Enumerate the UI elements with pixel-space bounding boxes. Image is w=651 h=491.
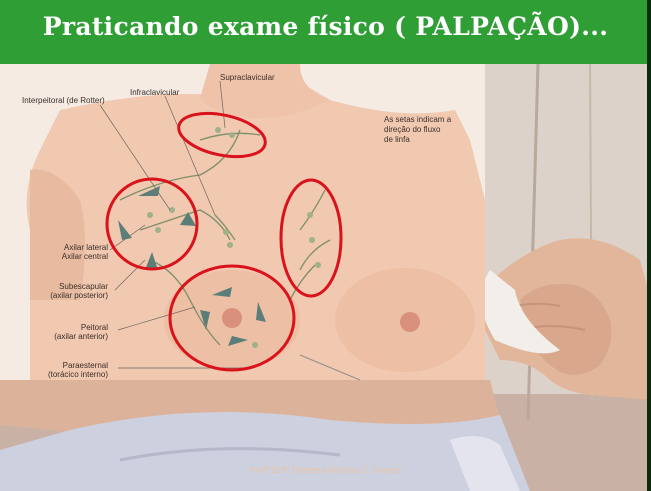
flow-arrow-icon: [200, 310, 210, 330]
flow-arrows: [118, 186, 266, 346]
highlight-circles: [105, 111, 343, 372]
label-axilar-lateral: Axilar lateral: [64, 243, 108, 252]
sleeve-cloth: [481, 270, 560, 354]
flow-arrow-icon: [256, 302, 266, 322]
label-note-line3: de linfa: [384, 135, 410, 144]
label-note-line2: direção do fluxo: [384, 125, 441, 134]
flow-arrow-icon: [138, 186, 160, 196]
shade-line: [299, 354, 361, 381]
raised-arm: [30, 169, 85, 300]
slide-title: Praticando exame físico ( PALPAÇÃO)...: [42, 12, 609, 41]
label-axilar-central: Axilar central: [62, 252, 108, 261]
right-nipple: [400, 312, 420, 332]
title-bar: Praticando exame físico ( PALPAÇÃO)...: [0, 0, 647, 64]
flow-arrow-icon: [145, 252, 158, 270]
flow-arrow-icon: [118, 220, 132, 240]
label-infraclavicular: Infraclavicular: [130, 88, 180, 97]
label-paraesternal-sub: (torácico interno): [48, 370, 108, 379]
neck: [200, 64, 330, 119]
flow-arrow-icon: [180, 212, 196, 226]
drape-highlight: [450, 436, 520, 491]
drape-fold: [119, 447, 341, 462]
label-subescapular-sub: (axilar posterior): [50, 291, 108, 300]
label-peitoral: Peitoral: [81, 323, 108, 332]
label-subescapular: Subescapular: [59, 282, 108, 291]
left-nipple: [222, 308, 242, 328]
patient-drape: [0, 412, 530, 491]
flow-arrow-icon: [212, 287, 232, 297]
lymph-nodes: [147, 127, 321, 348]
palpation-illustration: Supraclavicular Infraclavicular Interpei…: [0, 64, 647, 491]
flow-arrow-icon: [228, 336, 248, 346]
highlight-supraclavicular: [177, 111, 267, 159]
highlight-breast: [168, 264, 296, 372]
highlight-parasternal: [279, 178, 343, 298]
label-paraesternal: Paraesternal: [63, 361, 109, 370]
label-supraclavicular: Supraclavicular: [220, 73, 275, 82]
footer-credit: Profª Enfª Obstetra Adriana C. Franco: [249, 465, 402, 475]
label-note-line1: As setas indicam a: [384, 115, 452, 124]
label-interpeitoral: Interpeitoral (de Rotter): [22, 96, 105, 105]
label-peitoral-sub: (axilar anterior): [54, 332, 108, 341]
highlight-axilla: [105, 177, 199, 271]
